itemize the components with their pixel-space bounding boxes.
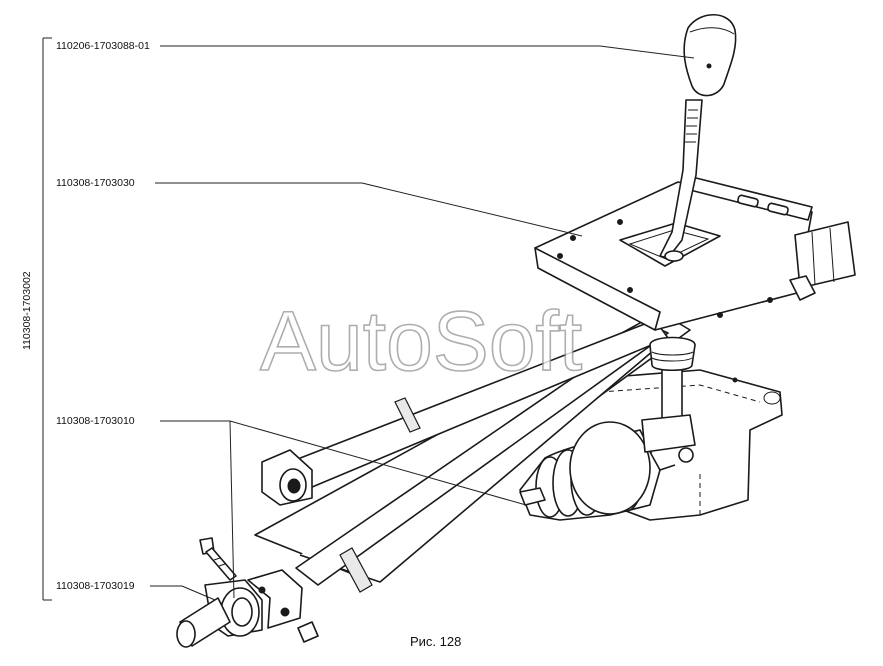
label-rod: 110308-1703010 bbox=[56, 415, 135, 427]
rod-clamp-assembly bbox=[176, 537, 319, 648]
watermark: AutoSoft bbox=[260, 294, 582, 388]
label-knob: 110206-1703088-01 bbox=[56, 40, 150, 52]
label-lever: 110308-1703030 bbox=[56, 177, 135, 189]
gear-lever bbox=[659, 99, 703, 262]
label-clamp: 110308-1703019 bbox=[56, 580, 135, 592]
reaction-rod bbox=[261, 319, 669, 506]
gear-knob bbox=[683, 14, 737, 97]
leader-lines bbox=[42, 37, 695, 601]
lever-mounting-plate bbox=[534, 175, 856, 331]
figure-caption: Рис. 128 bbox=[410, 634, 461, 649]
rubber-boot bbox=[519, 421, 661, 521]
lever-lower-shaft bbox=[641, 336, 696, 471]
label-assembly: 110308-1703002 bbox=[21, 271, 33, 350]
